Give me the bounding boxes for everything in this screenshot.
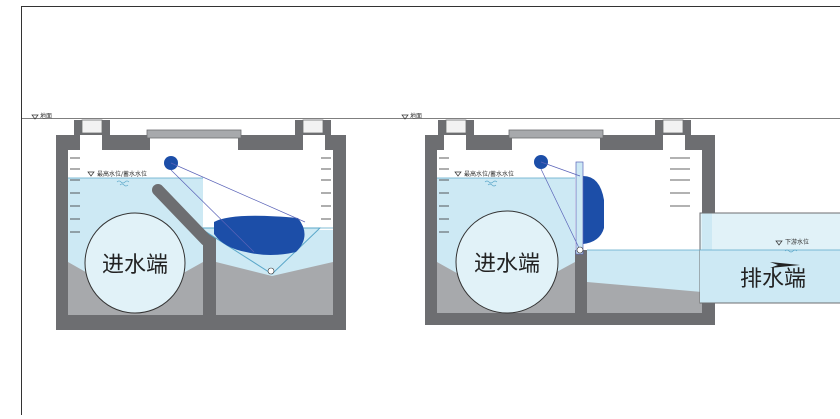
max-level-label: 最高水位/蓄水水位 (97, 170, 147, 178)
right-tank: 地面 下游水位 排水端 最高水位/蓄水水位 (402, 112, 840, 325)
inlet-label: 进水端 (102, 253, 168, 278)
access-cover (147, 130, 241, 138)
inlet-label-2: 进水端 (474, 252, 540, 277)
max-level-label-2: 最高水位/蓄水水位 (464, 170, 514, 178)
access-cover-2 (509, 130, 603, 138)
left-tank: 地面 最高水位/蓄水水位 (32, 112, 346, 330)
ground-label: 地面 (40, 112, 52, 120)
downstream-level-label: 下游水位 (785, 238, 809, 246)
partition-wall-2 (575, 250, 587, 313)
ground-label-2: 地面 (410, 112, 422, 120)
outlet-label: 排水端 (740, 267, 806, 292)
